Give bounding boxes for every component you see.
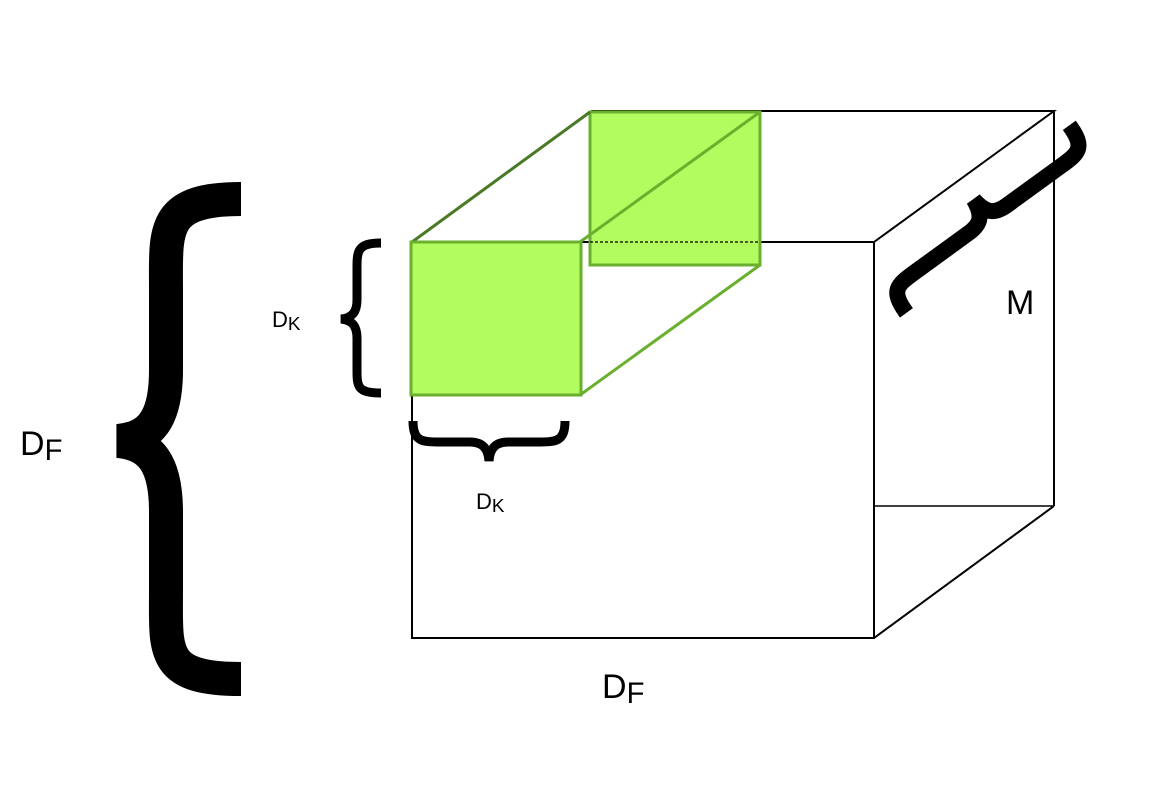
kernel-front-face bbox=[409, 240, 583, 397]
dk-left-label: DK bbox=[272, 307, 301, 335]
dk-bottom-label: DK bbox=[476, 489, 505, 517]
m-depth-label: M bbox=[1006, 284, 1034, 322]
dk-bottom-brace bbox=[408, 420, 570, 462]
m-depth-brace bbox=[889, 120, 1087, 318]
kernel-top-right-edge bbox=[579, 110, 761, 244]
df-left-label: DF bbox=[20, 425, 62, 467]
df-bottom-label: DF bbox=[602, 668, 644, 710]
cube-bottom-right-edge bbox=[873, 505, 1055, 639]
kernel-back-face bbox=[588, 110, 762, 267]
kernel-block bbox=[409, 110, 762, 397]
kernel-bottom-right-edge bbox=[579, 263, 761, 397]
kernel-top-left-edge bbox=[411, 110, 591, 244]
df-left-brace bbox=[115, 182, 242, 696]
dk-left-brace bbox=[340, 238, 382, 398]
